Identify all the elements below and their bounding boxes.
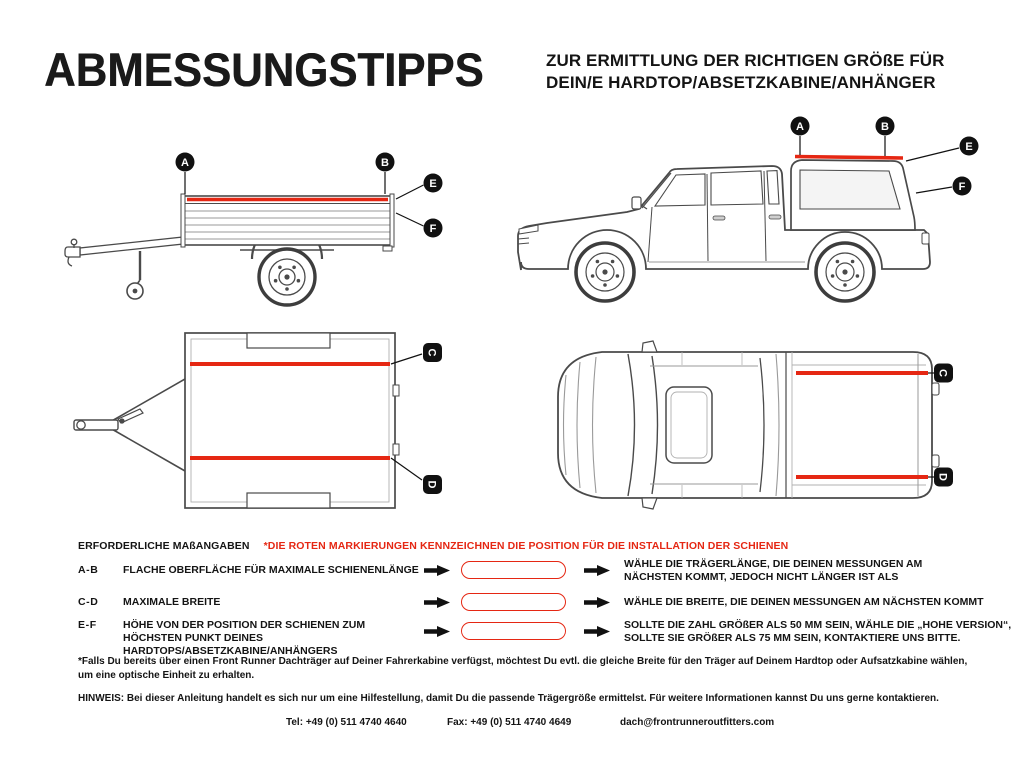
side-mirror-bottom bbox=[641, 497, 658, 510]
rear-door-window bbox=[710, 170, 764, 206]
windshield-top bbox=[627, 353, 636, 497]
trailer-body-top bbox=[184, 332, 396, 509]
marker-f: F bbox=[395, 212, 443, 238]
measurement-result: WÄHLE DIE BREITE, DIE DEINEN MESSUNGEN A… bbox=[624, 596, 984, 608]
measurement-description: FLACHE OBERFLÄCHE FÜR MAXIMALE SCHIENENL… bbox=[123, 564, 419, 576]
marker-c: C bbox=[928, 363, 953, 383]
measurement-key: A-B bbox=[78, 564, 99, 576]
measurement-row-ab: A-B FLACHE OBERFLÄCHE FÜR MAXIMALE SCHIE… bbox=[0, 558, 1024, 594]
red-markings-note: *DIE ROTEN MARKIERUNGEN KENNZEICHNEN DIE… bbox=[263, 540, 789, 552]
side-mirror bbox=[631, 196, 642, 210]
trailer-top-view-diagram: C D bbox=[60, 322, 450, 522]
jockey-wheel bbox=[126, 251, 144, 300]
marker-a: A bbox=[790, 116, 810, 155]
requirements-header: ERFORDERLICHE MAßANGABEN *DIE ROTEN MARK… bbox=[78, 540, 788, 552]
marker-b: B bbox=[875, 116, 895, 156]
svg-text:D: D bbox=[937, 473, 949, 481]
arrow-right-icon bbox=[424, 626, 450, 637]
marker-d: D bbox=[390, 457, 442, 494]
marker-d: D bbox=[928, 467, 953, 487]
page-subtitle: ZUR ERMITTLUNG DER RICHTIGEN GRÖßE FÜR D… bbox=[546, 51, 945, 92]
marker-f: F bbox=[915, 176, 972, 196]
arrow-right-icon bbox=[424, 597, 450, 608]
contact-tel: Tel: +49 (0) 511 4740 4640 bbox=[286, 717, 407, 728]
contact-row: Tel: +49 (0) 511 4740 4640 Fax: +49 (0) … bbox=[0, 717, 1024, 733]
trailer-coupler-top bbox=[76, 420, 86, 430]
svg-text:A: A bbox=[181, 157, 189, 169]
svg-text:E: E bbox=[429, 178, 436, 190]
trailer-side-view-diagram: A B E F bbox=[60, 125, 450, 315]
hinweis-note: HINWEIS: Bei dieser Anleitung handelt es… bbox=[78, 693, 939, 704]
marker-c: C bbox=[390, 343, 442, 365]
asterisk-footnote: *Falls Du bereits über einen Front Runne… bbox=[78, 656, 968, 681]
front-wheel bbox=[574, 241, 636, 303]
trailer-wheel bbox=[257, 247, 317, 307]
truck-side-view-diagram: A B E F bbox=[505, 112, 985, 317]
svg-text:C: C bbox=[426, 349, 438, 357]
arrow-right-icon bbox=[424, 565, 450, 576]
side-mirror-top bbox=[641, 340, 658, 353]
trailer-box bbox=[180, 193, 395, 252]
svg-text:A: A bbox=[796, 121, 804, 133]
rail-marking-red-line bbox=[794, 154, 904, 160]
svg-text:F: F bbox=[959, 181, 966, 193]
rear-wheel bbox=[814, 241, 876, 303]
page-title: ABMESSUNGSTIPPS bbox=[44, 43, 484, 96]
measurement-row-cd: C-D MAXIMALE BREITE WÄHLE DIE BREITE, DI… bbox=[0, 593, 1024, 626]
trailer-coupler bbox=[64, 246, 81, 258]
measurement-value-pill bbox=[461, 593, 566, 611]
arrow-right-icon bbox=[584, 626, 610, 637]
measurement-key: E-F bbox=[78, 619, 97, 631]
svg-text:E: E bbox=[965, 141, 972, 153]
measurement-description: MAXIMALE BREITE bbox=[123, 596, 221, 608]
measurement-value-pill bbox=[461, 622, 566, 640]
tail-light bbox=[921, 232, 930, 245]
marker-e: E bbox=[905, 136, 979, 162]
contact-email: dach@frontrunneroutfitters.com bbox=[620, 717, 775, 728]
measurement-row-ef: E-F HÖHE VON DER POSITION DER SCHIENEN Z… bbox=[0, 619, 1024, 657]
svg-text:C: C bbox=[937, 369, 949, 377]
svg-text:D: D bbox=[426, 481, 438, 489]
svg-text:B: B bbox=[381, 157, 389, 169]
contact-fax: Fax: +49 (0) 511 4740 4649 bbox=[447, 717, 572, 728]
measurement-description: HÖHE VON DER POSITION DER SCHIENEN ZUM H… bbox=[123, 619, 366, 657]
canopy-window bbox=[799, 169, 901, 210]
headlight bbox=[518, 224, 539, 235]
svg-text:B: B bbox=[881, 121, 889, 133]
svg-text:F: F bbox=[430, 223, 437, 235]
measurement-result: WÄHLE DIE TRÄGERLÄNGE, DIE DEINEN MESSUN… bbox=[624, 558, 923, 583]
marker-b: B bbox=[375, 152, 395, 194]
truck-top-view-diagram: C D bbox=[530, 335, 980, 520]
arrow-right-icon bbox=[584, 565, 610, 576]
front-door-window bbox=[653, 173, 706, 207]
sunroof bbox=[665, 386, 713, 464]
marker-e: E bbox=[395, 173, 443, 200]
requirements-heading: ERFORDERLICHE MAßANGABEN bbox=[78, 540, 250, 552]
measurement-key: C-D bbox=[78, 596, 99, 608]
arrow-right-icon bbox=[584, 597, 610, 608]
measurement-result: SOLLTE DIE ZAHL GRÖßER ALS 50 MM SEIN, W… bbox=[624, 619, 1012, 644]
measurement-value-pill bbox=[461, 561, 566, 579]
marker-a: A bbox=[175, 152, 195, 194]
truck-body-top bbox=[557, 351, 933, 499]
